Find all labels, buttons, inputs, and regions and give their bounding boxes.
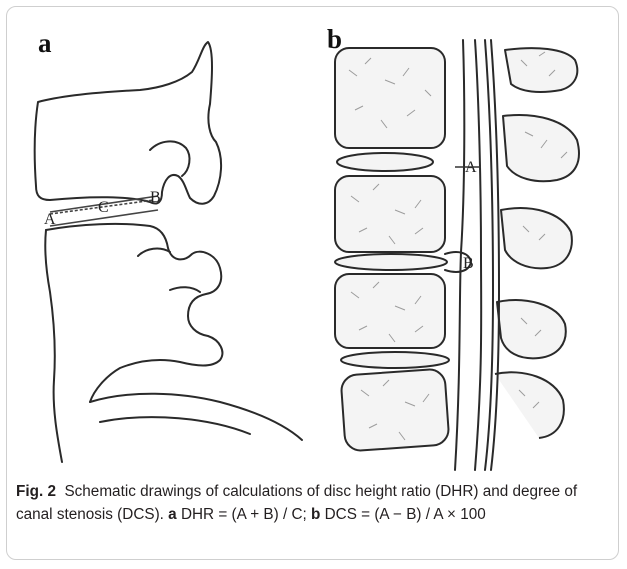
disc-3 (341, 352, 449, 368)
mark-a-C: C (98, 199, 109, 216)
lower-vertebra-outline (46, 224, 222, 402)
upper-facet (150, 141, 189, 176)
canal-posterior-wall (475, 40, 481, 470)
mark-a-B: B (150, 189, 161, 206)
caption-part-b-label: b (311, 506, 320, 523)
caption-part-b-formula: DCS = (A − B) / A × 100 (325, 506, 486, 523)
caption-part-a-label: a (168, 506, 177, 523)
vertebral-body-4 (340, 368, 449, 451)
mark-b-B: B (463, 255, 474, 272)
soft-tissue-2 (100, 417, 250, 434)
posterior-element-3 (501, 208, 572, 268)
posterior-element-4 (497, 300, 566, 358)
vertebral-body-2 (335, 176, 445, 252)
caption-part-a-formula: DHR = (A + B) / C; (181, 506, 307, 523)
figure-caption: Fig. 2 Schematic drawings of calculation… (16, 480, 616, 526)
panel-a-drawing: A C B (20, 30, 320, 475)
disc-2 (335, 254, 447, 270)
soft-tissue (90, 394, 302, 440)
vertebral-body-1 (335, 48, 445, 148)
disc-1 (337, 153, 433, 171)
lower-vertebra-front (45, 230, 62, 462)
caption-figure-label: Fig. 2 (16, 483, 56, 500)
panel-b-drawing: A B (325, 40, 615, 470)
mark-a-A: A (44, 211, 56, 228)
posterior-element-2 (503, 115, 579, 181)
vertebral-body-3 (335, 274, 445, 348)
upper-vertebra-outline (35, 42, 221, 204)
posterior-element-5 (495, 372, 564, 438)
ligament-line-1 (485, 40, 493, 470)
